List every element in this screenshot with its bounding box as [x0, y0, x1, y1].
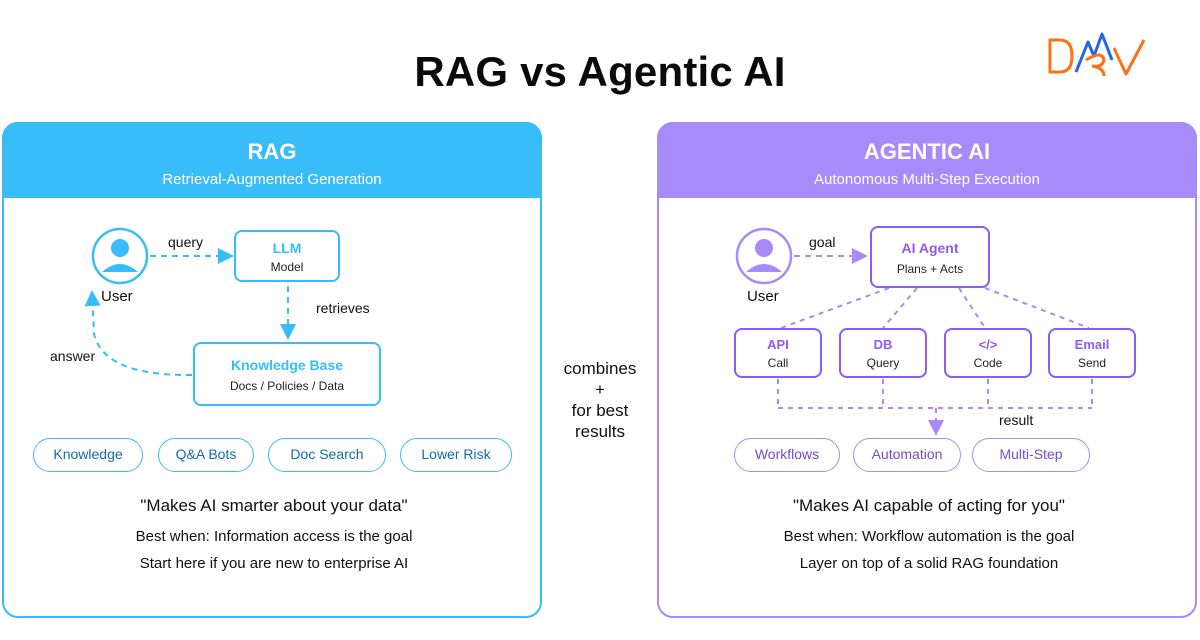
agentic-panel: AGENTIC AI Autonomous Multi-Step Executi… [657, 122, 1197, 618]
page-title: RAG vs Agentic AI [414, 48, 786, 95]
user-icon [735, 227, 793, 285]
user-label: User [101, 288, 133, 305]
agentic-header: AGENTIC AI Autonomous Multi-Step Executi… [657, 122, 1197, 198]
pill-qa-bots: Q&A Bots [158, 438, 254, 472]
tool-code-title: </> [978, 337, 998, 352]
rag-quote: "Makes AI smarter about your data" [140, 496, 408, 515]
goal-label: goal [809, 234, 836, 250]
llm-subtitle: Model [270, 260, 304, 274]
pill-doc-search: Doc Search [268, 438, 386, 472]
ai-agent-node: AI Agent Plans + Acts [870, 226, 990, 288]
agentic-best-when: Best when: Workflow automation is the go… [783, 528, 1075, 545]
kb-title: Knowledge Base [230, 357, 344, 373]
tool-db-title: DB [873, 337, 893, 352]
agent-tool-links [780, 287, 1090, 329]
combines-line-3: for best [571, 401, 629, 420]
llm-title: LLM [272, 240, 302, 256]
combines-line-4: results [574, 422, 626, 441]
pill-workflows: Workflows [734, 438, 840, 472]
result-label: result [999, 412, 1034, 428]
query-label: query [168, 234, 204, 250]
agentic-subheading: Autonomous Multi-Step Execution [814, 171, 1040, 188]
kb-subtitle: Docs / Policies / Data [229, 379, 345, 393]
agentic-heading: AGENTIC AI [863, 139, 991, 164]
rag-best-when: Best when: Information access is the goa… [135, 528, 413, 545]
rag-heading: RAG [247, 139, 297, 164]
tool-api-title: API [767, 337, 789, 352]
rag-subheading: Retrieval-Augmented Generation [162, 171, 382, 188]
d3v-logo [1048, 32, 1146, 77]
user-icon [91, 227, 149, 285]
rag-connectors [84, 227, 296, 377]
tool-db-subtitle: Query [866, 356, 900, 370]
retrieves-label: retrieves [316, 300, 370, 316]
llm-node: LLM Model [234, 230, 340, 282]
rag-header: RAG Retrieval-Augmented Generation [2, 122, 542, 198]
user-label: User [747, 288, 779, 305]
result-links [777, 379, 1093, 409]
tool-api-node: API Call [734, 328, 822, 378]
pill-knowledge: Knowledge [33, 438, 143, 472]
combines-text: combines + for best results [548, 358, 652, 442]
agent-title: AI Agent [901, 240, 959, 256]
answer-label: answer [50, 348, 96, 364]
answer-arrow [84, 290, 193, 377]
rag-panel: RAG Retrieval-Augmented Generation User … [2, 122, 542, 618]
rag-note: Start here if you are new to enterprise … [139, 555, 409, 572]
agentic-connectors [735, 227, 1093, 436]
combines-line-2: + [595, 380, 605, 399]
pill-lower-risk: Lower Risk [400, 438, 512, 472]
tool-email-title: Email [1074, 337, 1110, 352]
tool-email-node: Email Send [1048, 328, 1136, 378]
agent-subtitle: Plans + Acts [896, 262, 964, 276]
pill-multi-step: Multi-Step [972, 438, 1090, 472]
tool-code-node: </> Code [944, 328, 1032, 378]
knowledge-base-node: Knowledge Base Docs / Policies / Data [193, 342, 381, 406]
agentic-quote: "Makes AI capable of acting for you" [793, 496, 1065, 515]
pill-automation: Automation [853, 438, 961, 472]
combines-line-1: combines [563, 359, 637, 378]
tool-email-subtitle: Send [1077, 356, 1107, 370]
tool-api-subtitle: Call [767, 356, 789, 370]
tool-db-node: DB Query [839, 328, 927, 378]
agentic-note: Layer on top of a solid RAG foundation [799, 555, 1059, 572]
tool-code-subtitle: Code [973, 356, 1003, 370]
